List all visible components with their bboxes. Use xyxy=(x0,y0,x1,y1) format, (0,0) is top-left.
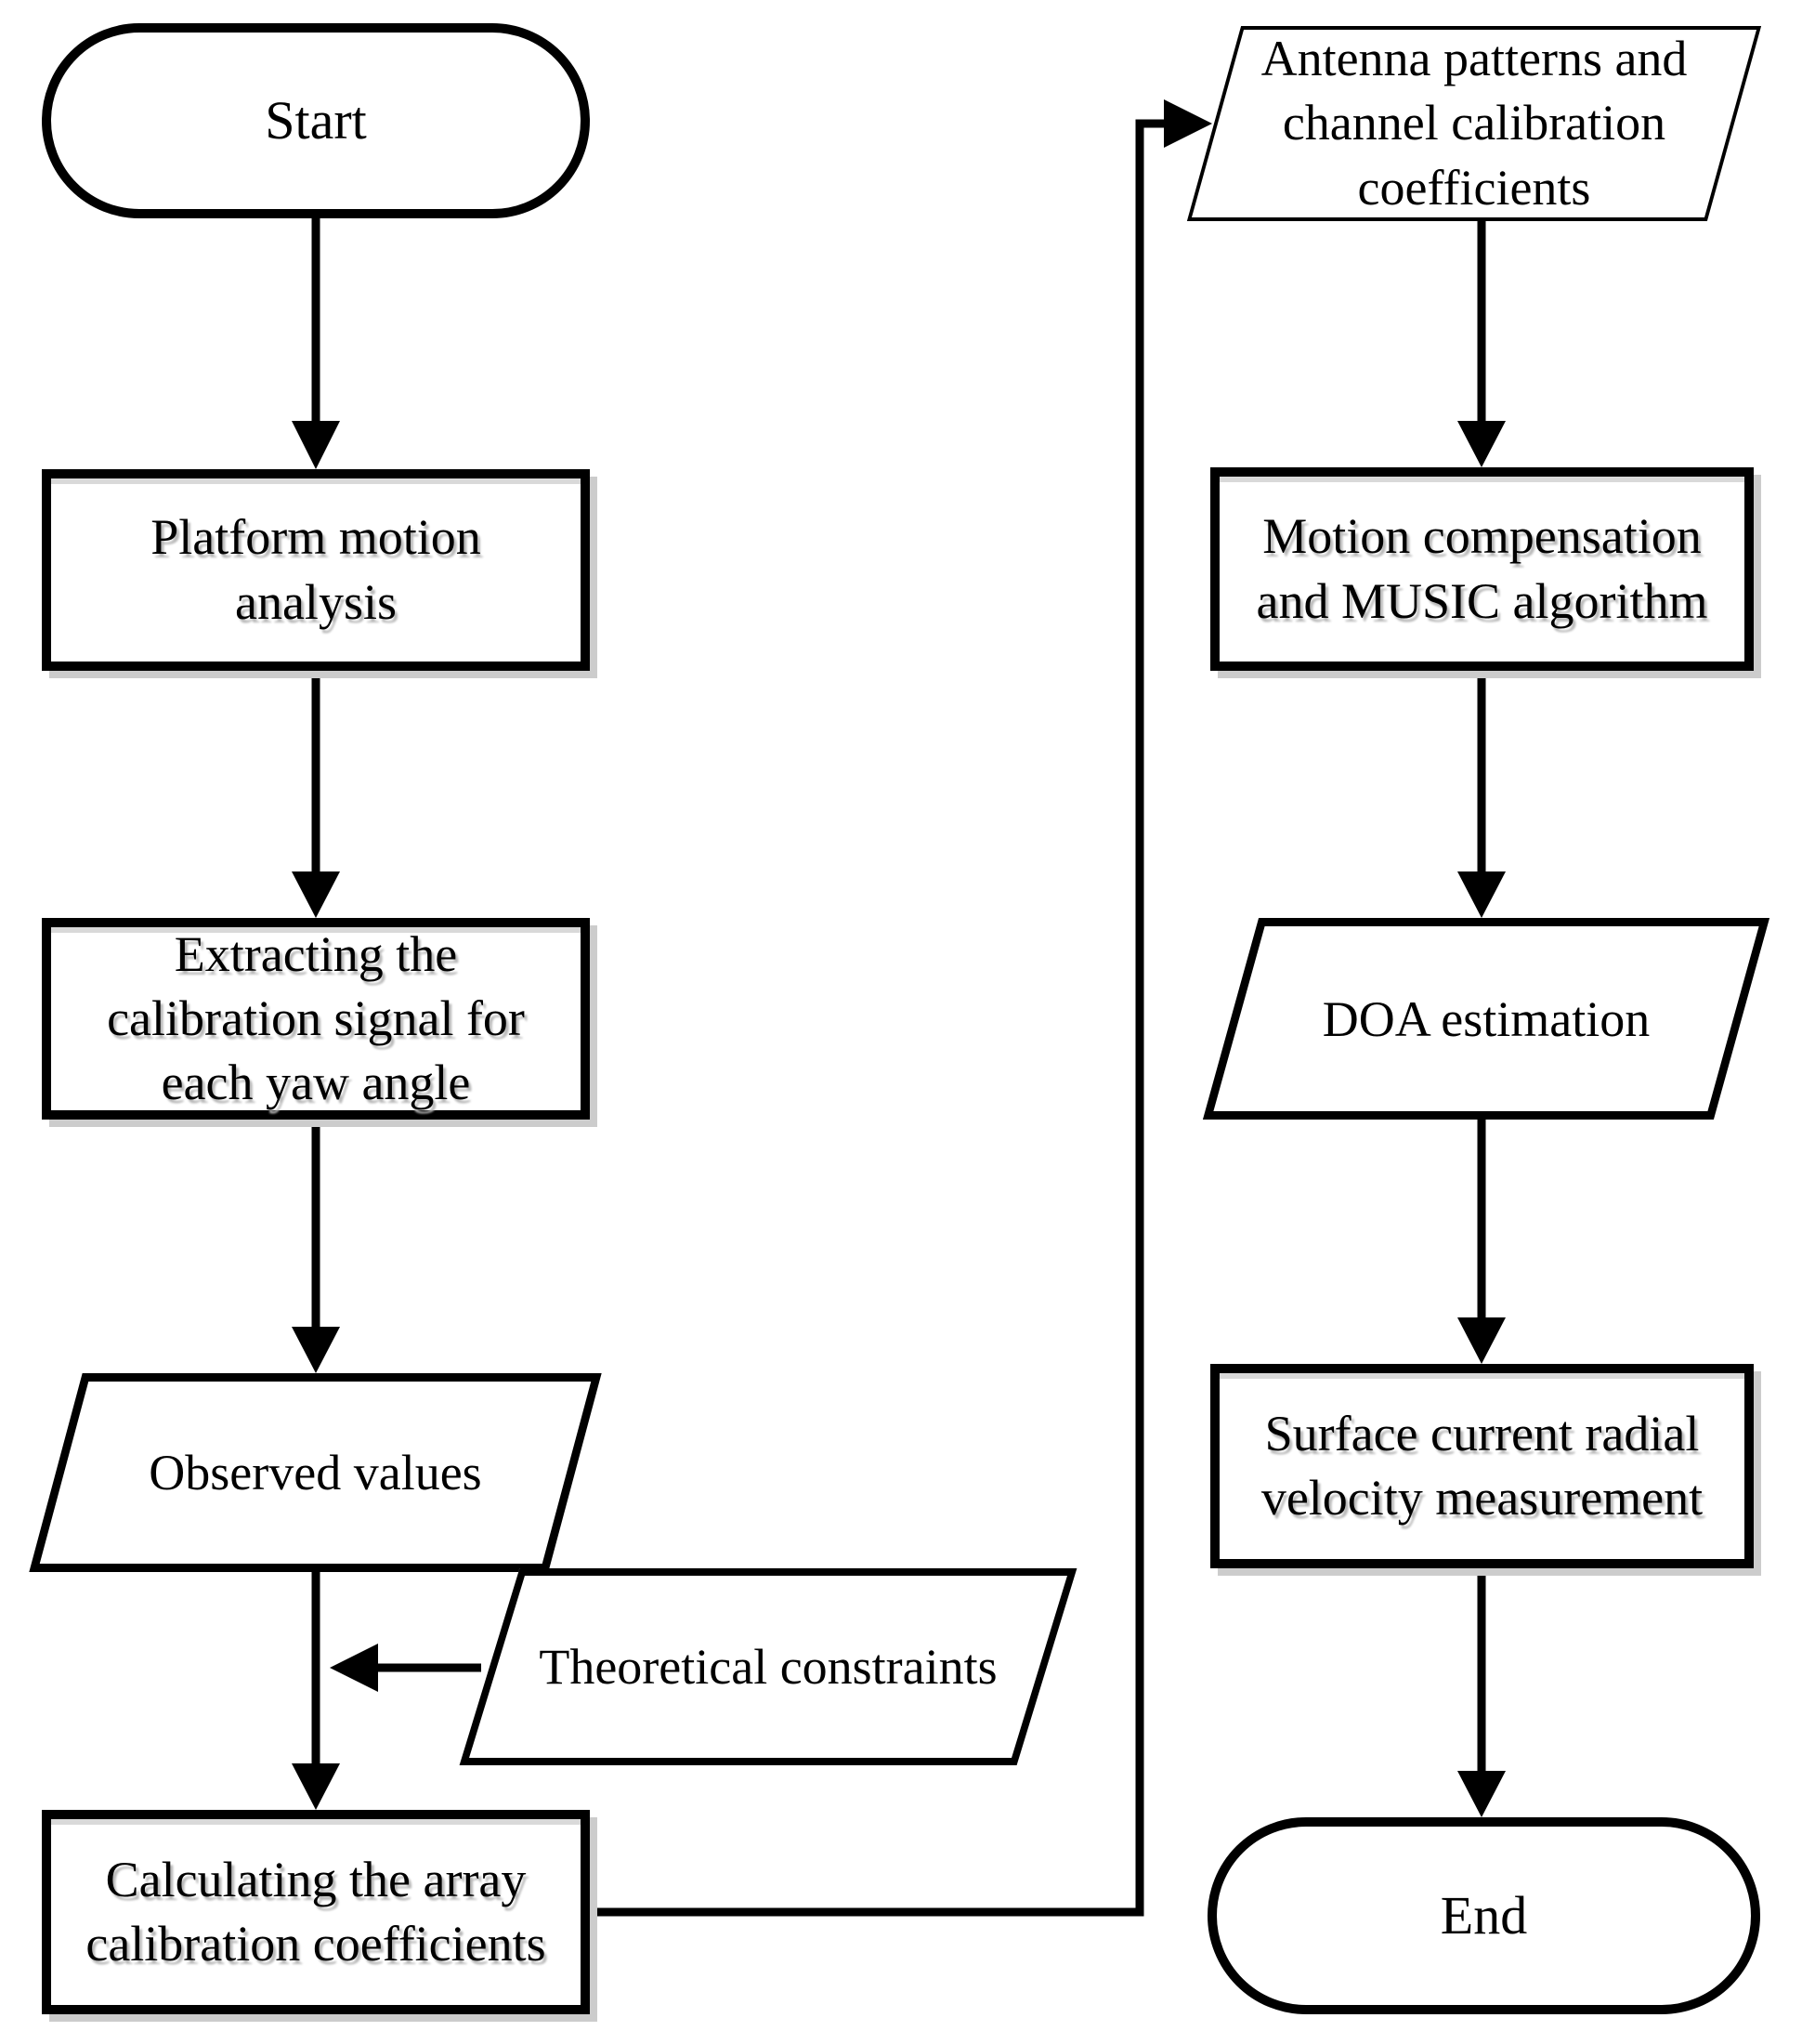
node-surface-label: Surface current radial velocity measurem… xyxy=(1260,1405,1704,1526)
node-platform-motion-analysis: Platform motion analysis xyxy=(42,469,590,671)
node-start-label: Start xyxy=(265,89,367,151)
node-surface-current: Surface current radial velocity measurem… xyxy=(1210,1364,1754,1568)
node-observed-label: Observed values xyxy=(149,1445,482,1500)
node-motion-label: Motion compensation and MUSIC algorithm xyxy=(1256,508,1708,629)
arrowhead-into-surface xyxy=(1457,1317,1506,1364)
node-calculating-coefficients: Calculating the array calibration coeffi… xyxy=(42,1810,590,2014)
node-end-label: End xyxy=(1440,1884,1528,1946)
arrowhead-into-platform xyxy=(292,421,340,469)
node-start: Start xyxy=(42,23,590,218)
node-calculating-label: Calculating the array calibration coeffi… xyxy=(85,1851,546,1972)
arrowhead-into-doa xyxy=(1457,871,1506,918)
arrowhead-into-calculating xyxy=(292,1763,340,1810)
node-antenna-label: Antenna patterns and channel calibration… xyxy=(1260,31,1688,216)
node-doa-estimation: DOA estimation xyxy=(1202,918,1770,1120)
node-antenna-patterns: Antenna patterns and channel calibration… xyxy=(1186,26,1762,221)
node-theoretical-label: Theoretical constraints xyxy=(539,1639,998,1695)
arrowhead-into-end xyxy=(1457,1771,1506,1817)
node-extracting-label: Extracting the calibration signal for ea… xyxy=(107,925,525,1111)
arrowhead-into-motion xyxy=(1457,421,1506,467)
node-platform-label: Platform motion analysis xyxy=(150,509,481,630)
connector-calculating-to-antenna xyxy=(585,119,1166,1917)
arrowhead-theoretical-left xyxy=(330,1644,378,1692)
node-end: End xyxy=(1208,1817,1760,2014)
node-doa-label: DOA estimation xyxy=(1322,990,1651,1047)
node-motion-compensation: Motion compensation and MUSIC algorithm xyxy=(1210,467,1754,671)
node-extracting-calibration-signal: Extracting the calibration signal for ea… xyxy=(42,918,590,1120)
arrowhead-into-extracting xyxy=(292,871,340,918)
arrowhead-into-antenna xyxy=(1164,99,1212,148)
arrowhead-into-observed xyxy=(292,1327,340,1373)
node-observed-values: Observed values xyxy=(29,1373,602,1572)
node-theoretical-constraints: Theoretical constraints xyxy=(459,1568,1077,1765)
